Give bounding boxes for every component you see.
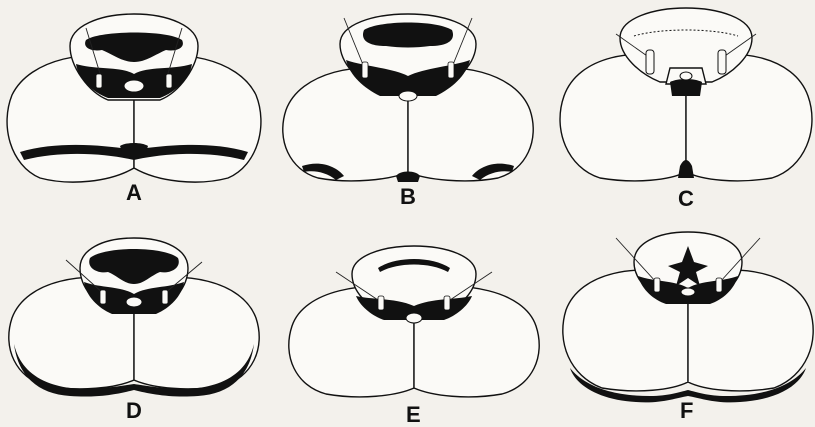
panel-b: B <box>283 14 533 209</box>
panel-a: A <box>7 14 261 205</box>
panel-c: C <box>560 8 812 211</box>
panel-f: F <box>563 232 813 423</box>
panel-label-b: B <box>400 184 416 209</box>
panel-label-f: F <box>680 398 693 423</box>
head-capsule <box>70 14 198 100</box>
panel-label-c: C <box>678 186 694 211</box>
panel-e: E <box>289 246 539 427</box>
panel-d: D <box>9 238 259 423</box>
panel-label-d: D <box>126 398 142 423</box>
panel-label-e: E <box>406 402 421 427</box>
panel-label-a: A <box>126 180 142 205</box>
